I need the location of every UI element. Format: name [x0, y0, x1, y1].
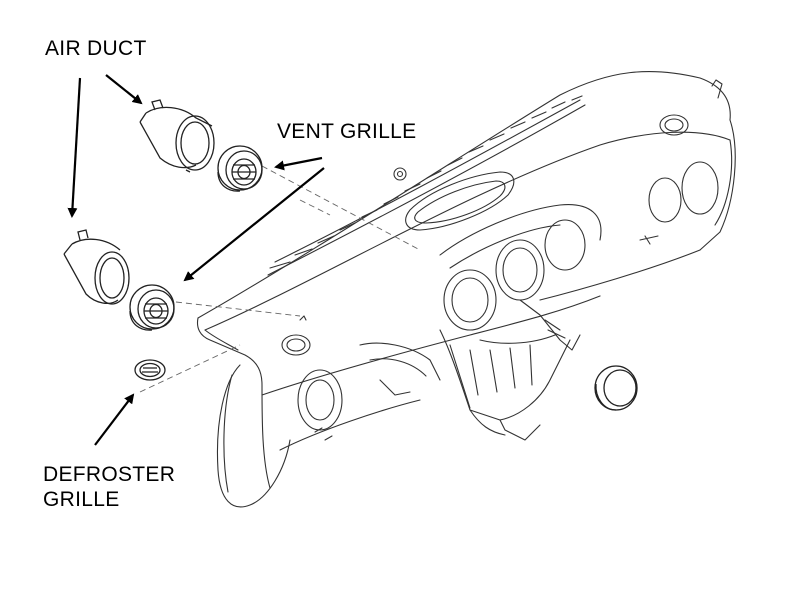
- instrument-panel: [196, 70, 736, 508]
- callout-arrows: [67, 74, 325, 446]
- dashed-leader-lines: [139, 165, 421, 393]
- lower-air-duct: [63, 229, 130, 305]
- arrow-air-duct-lower: [67, 77, 82, 218]
- vent-grille-label: VENT GRILLE: [277, 120, 417, 143]
- upper-vent-grille: [217, 145, 263, 192]
- defroster-grille-label: DEFROSTER GRILLE: [43, 462, 175, 512]
- air-duct-label: AIR DUCT: [45, 37, 147, 60]
- arrow-air-duct-upper: [105, 74, 143, 105]
- upper-air-duct: [139, 99, 215, 173]
- arrow-vent-grille-lower: [183, 167, 325, 282]
- arrow-vent-grille-upper: [274, 156, 323, 171]
- defroster-label-line1: DEFROSTER: [43, 463, 176, 486]
- arrow-defroster-grille: [94, 393, 135, 446]
- lower-vent-grille: [129, 284, 175, 331]
- side-vent-ring: [594, 365, 638, 411]
- defroster-label-line2: GRILLE: [43, 488, 120, 512]
- defroster-grille-part: [134, 359, 166, 381]
